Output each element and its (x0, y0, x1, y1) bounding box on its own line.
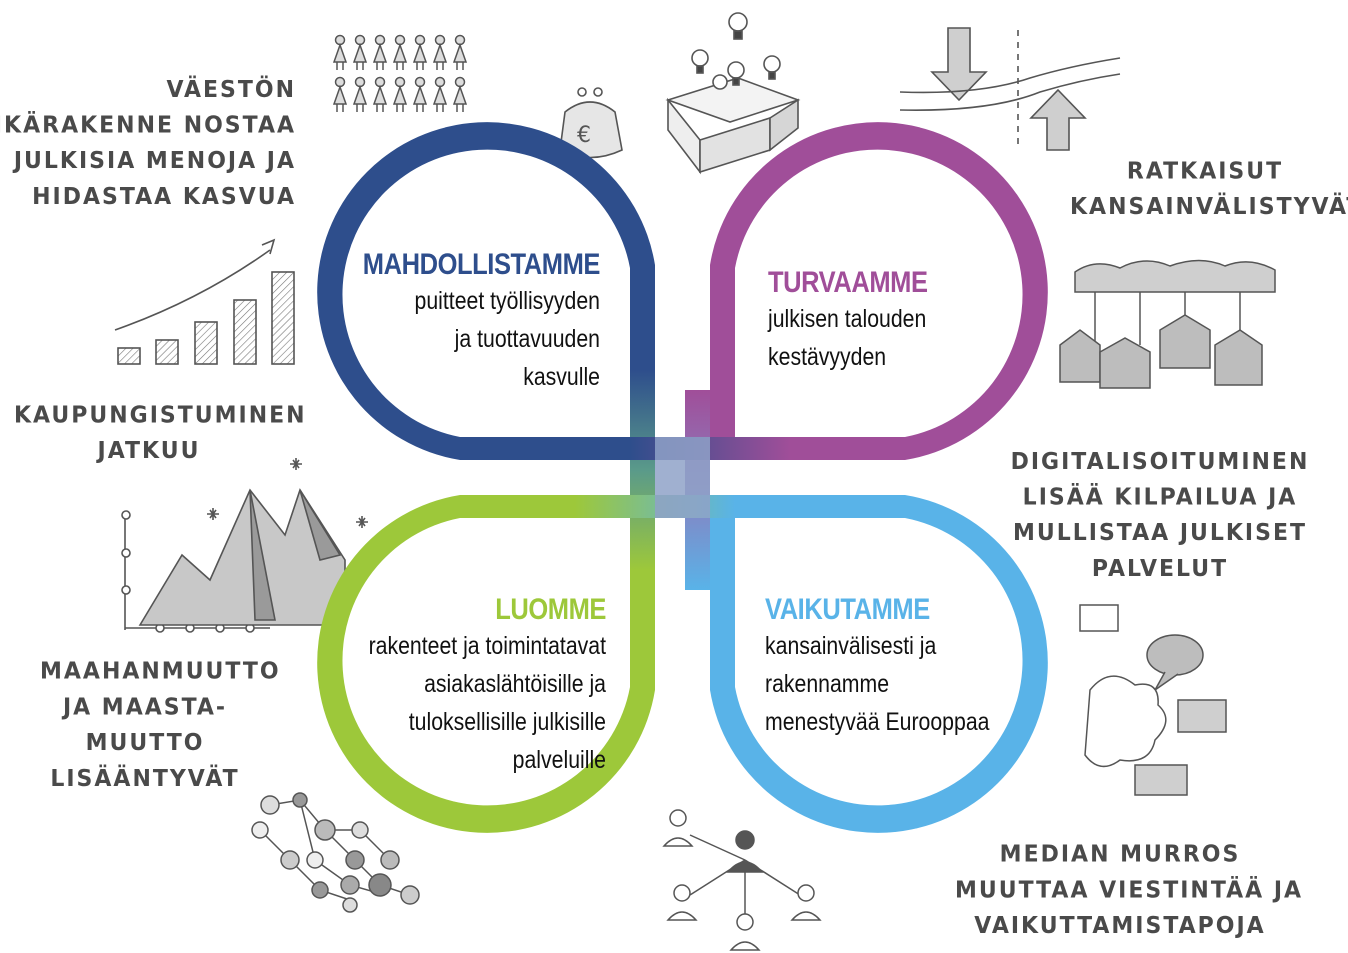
svg-text:€: € (577, 123, 591, 148)
note-line: MAAHANMUUTTO (40, 658, 281, 686)
petal-line: asiakaslähtöisille ja (424, 670, 606, 698)
petal-text-top-right: TURVAAMME julkisen talouden kestävyyden (768, 266, 1068, 376)
note-digitalization: DIGITALISOITUMINEN LISÄÄ KILPAILUA JA MU… (1010, 445, 1310, 588)
petal-line: kansainvälisesti ja (765, 632, 937, 660)
petal-line: julkisen talouden (768, 305, 927, 333)
note-line: VÄESTÖN (166, 76, 296, 104)
petal-title: MAHDOLLISTAMME (362, 248, 601, 281)
note-line: MUUTTAA VIESTINTÄÄ JA (955, 877, 1304, 904)
central-crossing (575, 370, 790, 590)
note-line: RATKAISUT (1126, 158, 1284, 185)
lightbulb-box-icon (665, 12, 801, 175)
note-line: PALVELUT (1091, 555, 1229, 583)
speech-bubbles-icon (1079, 604, 1227, 796)
note-international: RATKAISUT KANSAINVÄLISTYVÄT (1070, 154, 1348, 225)
petal-line: rakenteet ja toimintatavat (368, 632, 606, 660)
petal-line: ja tuottavuuden (454, 325, 600, 353)
mountains-chart-icon (121, 458, 368, 633)
note-migration: MAAHANMUUTTO JA MAASTA- MUUTTO LISÄÄNTYV… (40, 655, 281, 798)
petal-title: TURVAAMME (768, 266, 928, 299)
petal-text-bottom-left: LUOMME rakenteet ja toimintatavat asiaka… (266, 593, 607, 779)
note-line: LISÄÄNTYVÄT (50, 765, 240, 793)
note-line: JATKUU (97, 438, 201, 465)
note-line: MUUTTO (85, 730, 205, 757)
note-media: MEDIAN MURROS MUUTTAA VIESTINTÄÄ JA VAIK… (955, 837, 1304, 944)
note-line: HIDASTAA KASVUA (32, 183, 296, 211)
petal-bottom-left (317, 495, 655, 833)
petal-top-left (317, 122, 655, 460)
petal-bottom-right (710, 495, 1048, 833)
petal-text-top-left: MAHDOLLISTAMME puitteet työllisyyden ja … (270, 248, 601, 396)
petal-line: menestyvää Eurooppaa (765, 708, 990, 736)
note-line: VAIKUTTAMISTAPOJA (974, 913, 1266, 940)
houses-icon (1059, 259, 1276, 389)
note-line: DIGITALISOITUMINEN (1010, 448, 1310, 476)
note-line: JULKISIA MENOJA JA (13, 148, 296, 175)
petal-line: rakennamme (765, 670, 890, 698)
piggy-bank-icon: € (559, 87, 623, 159)
petal-text-bottom-right: VAIKUTAMME kansainvälisesti ja rakennamm… (765, 593, 1085, 741)
arrows-chart-icon (899, 27, 1121, 151)
note-population: VÄESTÖN IKÄRAKENNE NOSTAA JULKISIA MENOJ… (0, 73, 296, 216)
network-icon (251, 792, 420, 913)
note-line: MEDIAN MURROS (999, 841, 1241, 868)
note-line: JA MAASTA- (62, 694, 228, 721)
petal-title: LUOMME (495, 593, 606, 626)
note-line: IKÄRAKENNE NOSTAA (0, 112, 296, 139)
petal-top-right (710, 122, 1048, 460)
petal-line: kasvulle (523, 363, 600, 391)
people-icon (332, 34, 467, 113)
petal-line: kestävyyden (768, 343, 887, 371)
petal-title: VAIKUTAMME (765, 593, 930, 626)
petal-line: puitteet työllisyyden (414, 287, 600, 315)
people-network-icon (662, 809, 822, 951)
bar-chart-icon (114, 238, 295, 365)
note-line: LISÄÄ KILPAILUA JA (1022, 484, 1298, 511)
note-line: KAUPUNGISTUMINEN (14, 402, 307, 429)
note-line: KANSAINVÄLISTYVÄT (1070, 194, 1348, 221)
petal-line: palveluille (512, 746, 606, 774)
petal-line: tuloksellisille julkisille (408, 708, 606, 736)
note-line: MULLISTAA JULKISET (1012, 520, 1308, 547)
note-urbanization: KAUPUNGISTUMINEN JATKUU (14, 398, 307, 469)
